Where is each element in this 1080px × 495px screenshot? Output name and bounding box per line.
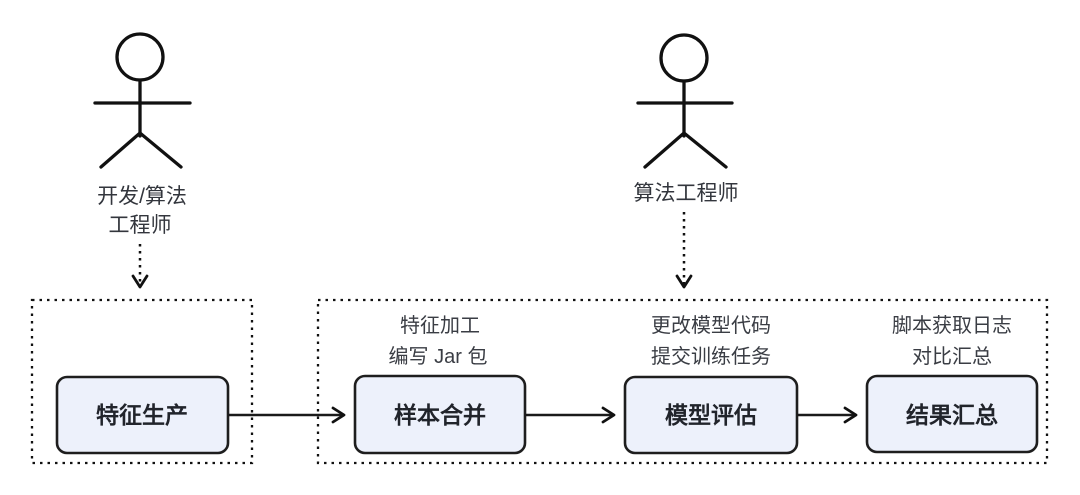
node-model-evaluation: 模型评估 (623, 375, 799, 455)
container-training-pipeline (316, 298, 1049, 465)
actor-label-line1: 开发/算法 (97, 185, 187, 208)
actor-algo-engineer: 算法工程师 (634, 33, 739, 289)
note-model-evaluation-line2: 提交训练任务 (651, 345, 771, 368)
actor-label-line2: 工程师 (109, 214, 172, 237)
container-feature-production (30, 298, 254, 465)
actor-label-line1: 算法工程师 (634, 182, 739, 205)
node-sample-merge: 样本合并 (353, 374, 527, 455)
stick-figure-head-icon (115, 32, 165, 82)
note-sample-merge-line2: 编写 Jar 包 (389, 345, 488, 368)
stick-figure-legs-icon (99, 130, 183, 169)
node-label: 特征生产 (96, 402, 188, 428)
node-result-summary: 结果汇总 (865, 374, 1039, 454)
node-box (865, 374, 1039, 454)
note-result-summary-line1: 脚本获取日志 (892, 314, 1012, 337)
node-label: 结果汇总 (906, 402, 998, 428)
note-model-evaluation-line1: 更改模型代码 (651, 314, 771, 337)
stick-figure-head-icon (659, 33, 709, 83)
note-result-summary-line2: 对比汇总 (912, 345, 992, 368)
node-feature-production: 特征生产 (55, 375, 230, 455)
actor-dev-algo-engineer: 开发/算法 工程师 (93, 32, 192, 289)
node-notes: 特征加工 编写 Jar 包 更改模型代码 提交训练任务 脚本获取日志 对比汇总 (389, 314, 1012, 368)
stick-figure-legs-icon (643, 130, 728, 169)
note-sample-merge-line1: 特征加工 (400, 314, 480, 337)
node-label: 模型评估 (665, 402, 757, 428)
node-label: 样本合并 (394, 402, 486, 428)
